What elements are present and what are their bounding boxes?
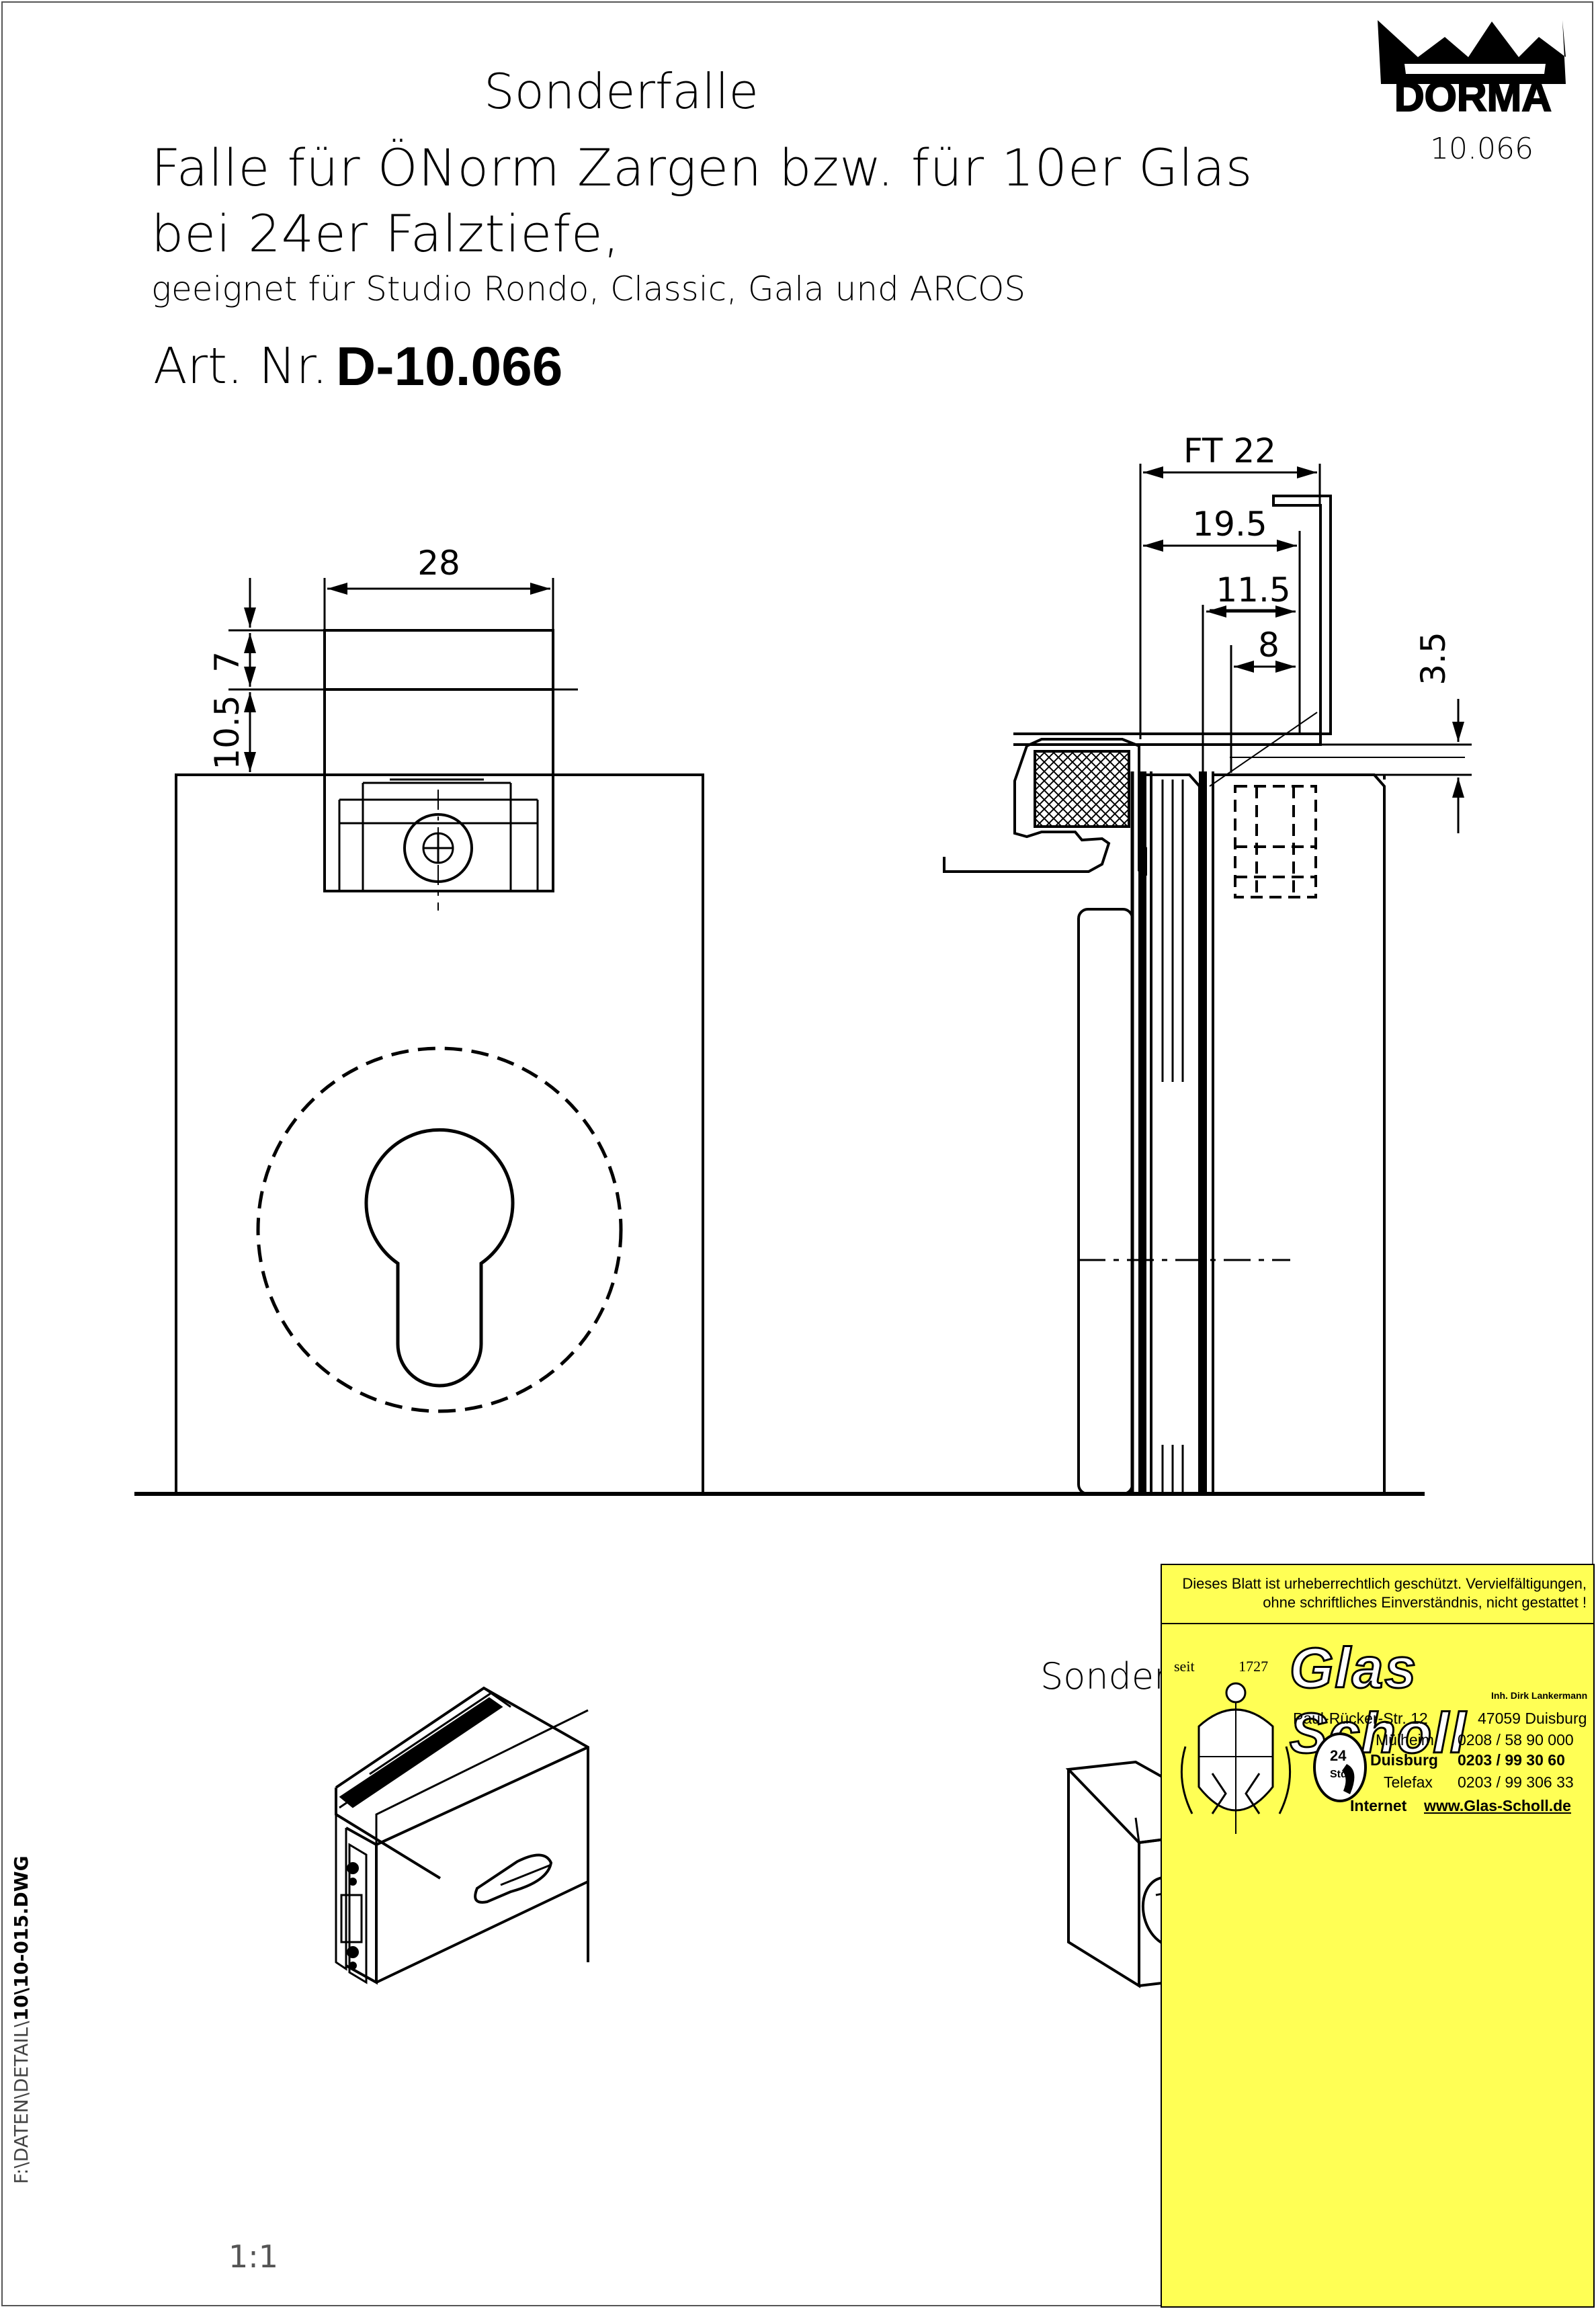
dimension-11-5: 11.5 (1216, 571, 1290, 610)
muelheim-label: Mülheim (1376, 1731, 1434, 1749)
side-view (943, 495, 1465, 1495)
svg-text:24: 24 (1330, 1747, 1347, 1764)
muelheim-phone: 0208 / 58 90 000 (1458, 1731, 1574, 1749)
telefax-phone: 0203 / 99 306 33 (1458, 1773, 1574, 1791)
internet-link[interactable]: www.Glas-Scholl.de (1424, 1797, 1571, 1814)
dimension-28: 28 (417, 544, 460, 583)
company-brand: Glas Scholl (1289, 1636, 1468, 1766)
title-line-3: bei 24er Falztiefe, (151, 204, 620, 263)
dorma-brand: DORMA (1394, 74, 1552, 120)
subtitle: geeignet für Studio Rondo, Classic, Gala… (151, 269, 1026, 308)
dimension-7: 7 (208, 651, 247, 673)
scale-label: 1:1 (228, 2238, 279, 2275)
company-stamp: Dieses Blatt ist urheberrechtlich geschü… (1161, 1564, 1595, 2308)
crest-icon (1180, 1682, 1292, 1834)
telefax-label: Telefax (1384, 1773, 1433, 1791)
dorma-logo: DORMA (1378, 20, 1566, 121)
company-street: Paul-Rücker-Str. 12 (1293, 1710, 1428, 1727)
article-number: D-10.066 (336, 336, 563, 397)
logo-number: 10.066 (1430, 132, 1534, 166)
dimension-ft-22: FT 22 (1183, 431, 1276, 470)
company-city: 47059 Duisburg (1478, 1710, 1587, 1727)
internet-label: Internet (1350, 1797, 1407, 1814)
dimension-3-5: 3.5 (1414, 632, 1453, 685)
phone-24h-icon: 24 Std (1313, 1732, 1367, 1802)
title-line-1: Sonderfalle (484, 63, 759, 120)
company-owner: Inh. Dirk Lankermann (1491, 1690, 1588, 1701)
since-label: seit 1727 (1174, 1658, 1269, 1675)
dimension-19-5: 19.5 (1192, 505, 1267, 544)
dimension-10-5: 10.5 (208, 695, 247, 769)
duisburg-phone: 0203 / 99 30 60 (1458, 1751, 1565, 1769)
copyright-notice: Dieses Blatt ist urheberrechtlich geschü… (1162, 1565, 1593, 1624)
article-label: Art. Nr. (153, 337, 328, 395)
dimension-8: 8 (1258, 626, 1279, 665)
title-line-2: Falle für ÖNorm Zargen bzw. für 10er Gla… (151, 138, 1253, 198)
isometric-lock (335, 1686, 589, 1985)
duisburg-label: Duisburg (1370, 1751, 1438, 1769)
front-view (134, 629, 1425, 1496)
